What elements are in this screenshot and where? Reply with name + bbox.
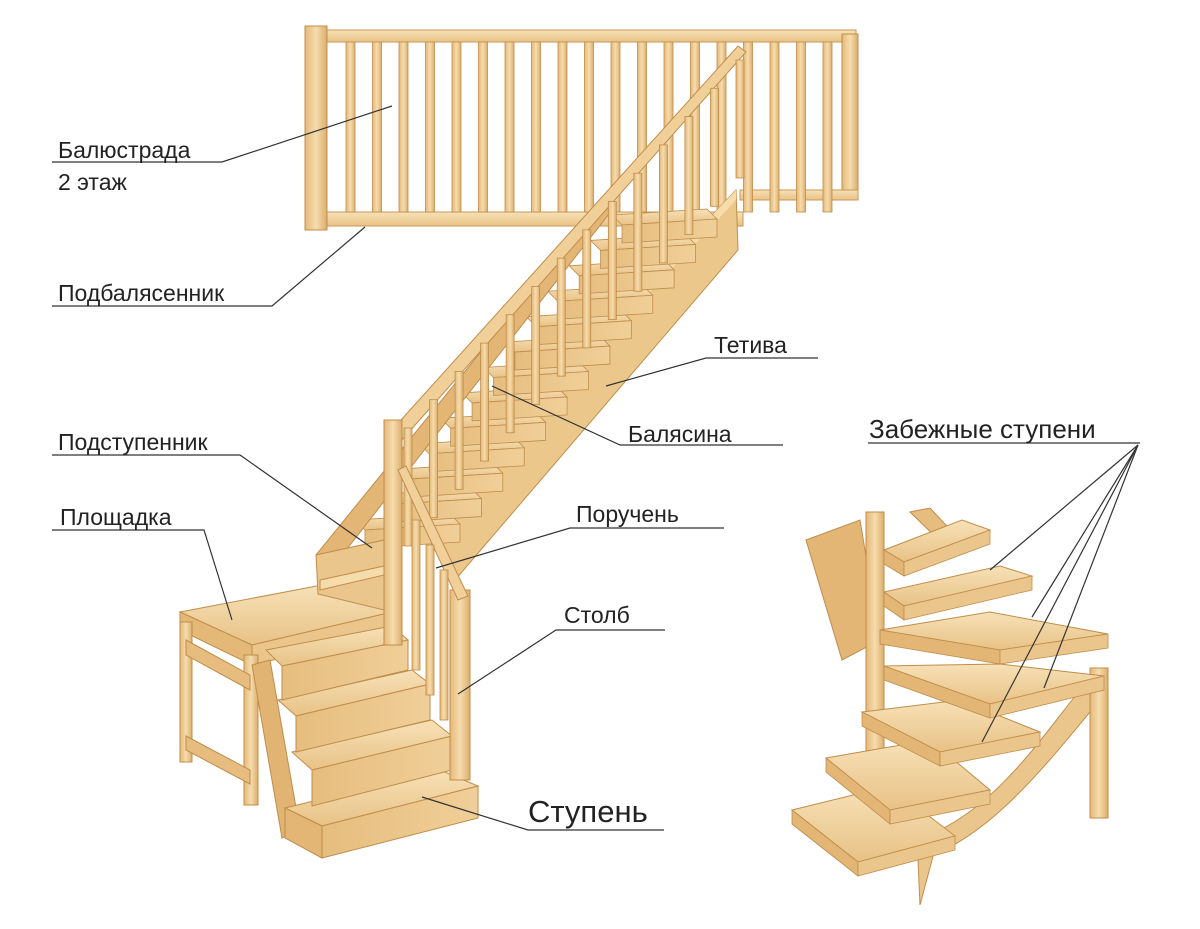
upper-baluster <box>478 41 488 213</box>
upper-baluster <box>531 41 541 213</box>
flight-baluster <box>556 257 566 377</box>
leader-subbaluster <box>52 226 366 307</box>
upper-baluster <box>425 41 435 213</box>
newel-post-bottom <box>449 589 471 781</box>
winder-tread-front <box>857 835 956 877</box>
winder-tread-front <box>903 529 991 577</box>
flight-baluster <box>607 201 617 320</box>
label-balustrade-floor: 2 этаж <box>58 169 127 195</box>
winder-tread-front <box>989 675 1105 719</box>
label-baluster: Балясина <box>628 421 732 447</box>
label-balustrade: Балюстрада <box>58 137 191 163</box>
flight-baluster <box>658 144 668 264</box>
upper-balusters <box>345 41 833 213</box>
upper-baluster <box>584 41 594 213</box>
upper-balustrade <box>304 25 859 231</box>
upper-baluster <box>504 41 515 213</box>
leader-winder-4 <box>981 444 1139 743</box>
leader-lines <box>52 105 1140 831</box>
winder-staircase <box>790 507 1109 906</box>
upper-baluster <box>372 41 382 213</box>
main-staircase <box>178 25 859 859</box>
leader-winder-3 <box>1043 444 1139 689</box>
newel-post-top <box>383 419 403 646</box>
leader-baluster <box>491 385 783 446</box>
label-winder-steps: Забежные ступени <box>869 414 1096 444</box>
label-post: Столб <box>564 602 630 628</box>
leader-winder-2 <box>1031 444 1139 618</box>
upper-baluster <box>345 41 356 213</box>
leader-handrail <box>435 527 724 569</box>
label-subbaluster: Подбалясенник <box>58 280 225 306</box>
upper-baluster <box>557 41 568 213</box>
flight-baluster <box>531 286 541 405</box>
winder-tread-front <box>939 731 1041 767</box>
label-riser: Подступенник <box>58 429 208 455</box>
leader-winder-1 <box>989 444 1139 571</box>
leader-riser <box>52 454 373 549</box>
leader-post <box>457 629 665 695</box>
flight-balusters <box>403 59 745 547</box>
flight-baluster <box>429 399 438 519</box>
upper-baluster <box>743 41 753 213</box>
upper-baluster <box>398 41 409 213</box>
label-stringer: Тетива <box>714 332 787 358</box>
lower-balusters <box>411 519 449 721</box>
lower-flight <box>251 539 480 859</box>
winder-steps <box>790 519 1109 877</box>
flight-baluster <box>735 59 745 179</box>
upper-baluster <box>451 41 462 213</box>
leader-landing <box>52 529 233 621</box>
flight-baluster <box>505 314 515 434</box>
flight-baluster <box>633 172 643 292</box>
upper-baluster <box>796 41 806 213</box>
lower-handrail <box>397 465 469 601</box>
flight-baluster <box>582 229 592 349</box>
flight-baluster <box>684 116 694 236</box>
label-handrail: Поручень <box>576 501 679 527</box>
winder-tread-front <box>889 789 991 825</box>
flight-riser <box>578 269 675 295</box>
winder-tread-front <box>903 575 1033 621</box>
flight-baluster <box>710 87 719 207</box>
leader-balustrade <box>52 105 393 163</box>
flight-baluster <box>480 342 490 462</box>
leader-step <box>421 796 664 831</box>
label-step: Ступень <box>528 794 648 829</box>
upper-baluster <box>822 41 833 213</box>
flight-baluster <box>454 370 464 490</box>
upper-baluster <box>769 41 780 213</box>
leader-stringer <box>605 357 818 387</box>
label-landing: Площадка <box>60 504 172 530</box>
